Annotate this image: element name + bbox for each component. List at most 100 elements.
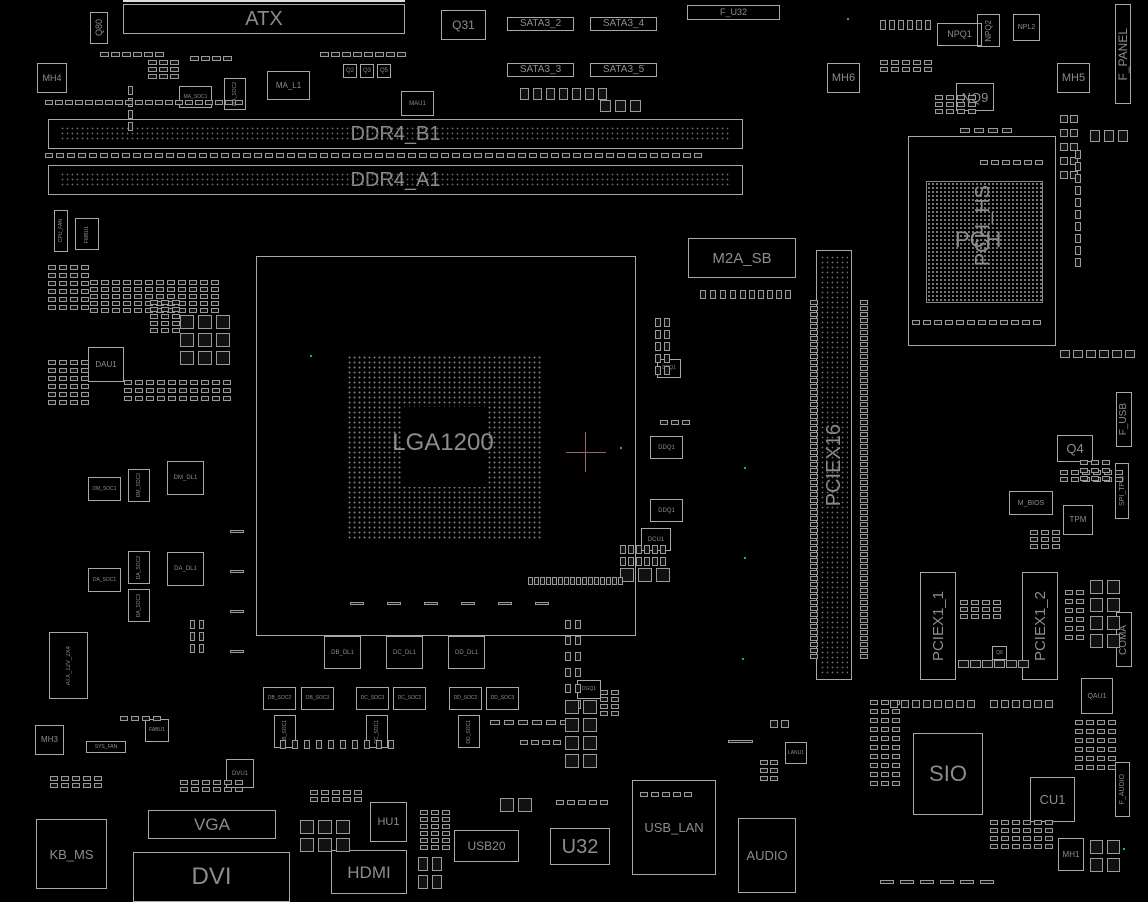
component-q31[interactable]: Q31 (441, 10, 486, 40)
component-cu1[interactable]: CU1 (1030, 777, 1075, 822)
component-audio[interactable]: AUDIO (738, 818, 796, 893)
component-f-u32[interactable]: F_U32 (687, 5, 780, 20)
component-sata3-2[interactable]: SATA3_2 (507, 17, 574, 31)
component-db-soc3[interactable]: DB_SOC3 (301, 687, 334, 710)
component-da-dl1[interactable]: DA_DL1 (167, 552, 204, 586)
component-sys-fan[interactable]: SYS_FAN (86, 741, 126, 753)
component-dm-soc2[interactable]: DM_SOC2 (128, 469, 150, 502)
component-mh3[interactable]: MH3 (35, 725, 64, 755)
component-u32[interactable]: U32 (550, 828, 610, 865)
component-ma-soc2[interactable]: MA_SOC2 (224, 78, 246, 110)
component-kb-ms[interactable]: KB_MS (36, 819, 107, 889)
component-sata3-4[interactable]: SATA3_4 (590, 17, 657, 31)
component-db-dl1[interactable]: DB_DL1 (324, 636, 361, 669)
smd-pad (810, 444, 818, 449)
component-q4[interactable]: Q4 (1057, 435, 1093, 462)
component-dd-soc3[interactable]: DD_SOC3 (486, 687, 519, 710)
component-ma-l1[interactable]: MA_L1 (267, 71, 310, 100)
smd-pad (860, 444, 868, 449)
component-dd-dl1[interactable]: DD_DL1 (448, 636, 485, 669)
component-f-audio[interactable]: F_AUDIO (1115, 762, 1130, 817)
component-dm-soc1[interactable]: DM_SOC1 (88, 477, 121, 501)
component-pciex1-2[interactable]: PCIEX1_2 (1022, 572, 1058, 680)
component-sata3-5[interactable]: SATA3_5 (590, 63, 657, 77)
component-dd-soc1[interactable]: DD_SOC1 (458, 715, 480, 748)
component-db-soc2[interactable]: DB_SOC2 (263, 687, 296, 710)
component-label: Q5 (379, 68, 388, 74)
component-dm-dl1[interactable]: DM_DL1 (167, 461, 204, 495)
component-q3[interactable]: Q3 (360, 64, 374, 78)
smd-pad (860, 504, 868, 509)
component-da-soc2[interactable]: DA_SOC2 (128, 551, 150, 584)
component-f-panel[interactable]: F_PANEL (1115, 4, 1131, 104)
component-dc-soc2[interactable]: DC_SOC2 (393, 687, 426, 710)
component-da-soc3[interactable]: DA_SOC3 (128, 589, 150, 622)
smd-pad (101, 287, 109, 292)
component-mh6[interactable]: MH6 (827, 63, 860, 93)
component-dd-soc2[interactable]: DD_SOC2 (449, 687, 482, 710)
smd-pad (81, 281, 89, 286)
smd-pad (507, 153, 515, 158)
component-q2[interactable]: Q2 (343, 64, 357, 78)
component-dau1[interactable]: DAU1 (88, 347, 124, 382)
component-dvi[interactable]: DVI (133, 852, 290, 902)
component-usb20[interactable]: USB20 (454, 830, 519, 862)
component-ddq1-a[interactable]: DDQ1 (650, 436, 683, 459)
smd-pad (630, 100, 641, 112)
component-mh1[interactable]: MH1 (1058, 838, 1084, 871)
component-f-usb[interactable]: F_USB (1116, 392, 1132, 447)
component-dc-dl1[interactable]: DC_DL1 (386, 636, 423, 669)
smd-pad (971, 600, 979, 605)
component-q8[interactable]: Q8 (992, 646, 1007, 660)
smd-pad (177, 153, 185, 158)
smd-pad (902, 60, 910, 65)
smd-pad (662, 792, 670, 797)
component-sata3-3[interactable]: SATA3_3 (507, 63, 574, 77)
component-spi-tpm[interactable]: SPI_TPM (1115, 463, 1129, 519)
smd-pad (810, 408, 818, 413)
smd-pad (890, 700, 898, 708)
smd-pad (990, 820, 998, 825)
component-q80[interactable]: Q80 (90, 12, 108, 44)
component-atx-12v-2x4[interactable]: ATX_12V_2X4 (49, 632, 88, 699)
component-m2a-sb[interactable]: M2A_SB (688, 238, 796, 278)
smd-pad (1086, 765, 1094, 770)
component-mh5[interactable]: MH5 (1057, 63, 1090, 93)
component-npq2[interactable]: NPQ2 (977, 14, 1000, 47)
component-q5[interactable]: Q5 (377, 64, 391, 78)
component-mh4[interactable]: MH4 (37, 63, 67, 93)
smd-pad (860, 330, 868, 335)
component-vga[interactable]: VGA (148, 810, 276, 839)
component-lanu1[interactable]: LANU1 (785, 742, 807, 764)
smd-pad (1115, 470, 1123, 475)
smd-pad (350, 602, 364, 605)
smd-pad (870, 772, 878, 777)
component-label: Q31 (452, 18, 475, 32)
smd-pad (170, 60, 179, 65)
smd-pad (287, 153, 295, 158)
component-fabu1[interactable]: FABU1 (145, 719, 169, 742)
component-m-bios[interactable]: M_BIOS (1009, 491, 1053, 515)
component-da-soc1[interactable]: DA_SOC1 (88, 568, 121, 592)
component-dc-soc3[interactable]: DC_SOC3 (356, 687, 389, 710)
component-npl2[interactable]: NPL2 (1013, 14, 1040, 41)
component-qau1[interactable]: QAU1 (1081, 678, 1113, 714)
smd-pad (810, 636, 818, 641)
component-cpu-fan[interactable]: CPU_FAN (54, 210, 68, 252)
smd-pad (179, 388, 187, 393)
smd-pad (185, 100, 193, 105)
component-tpm[interactable]: TPM (1063, 505, 1093, 535)
component-atx[interactable]: ATX (123, 4, 405, 34)
component-sio[interactable]: SIO (913, 733, 983, 815)
component-mau1[interactable]: MAU1 (401, 91, 434, 116)
component-hdmi[interactable]: HDMI (331, 850, 407, 894)
component-hu1[interactable]: HU1 (370, 802, 407, 842)
component-ddq1-b[interactable]: DDQ1 (650, 499, 683, 522)
component-fmbu1[interactable]: FMBU1 (75, 218, 99, 250)
component-npq1[interactable]: NPQ1 (937, 23, 982, 46)
smd-pad (611, 697, 619, 702)
component-pciex1-1[interactable]: PCIEX1_1 (920, 572, 956, 680)
smd-pad (870, 718, 878, 723)
